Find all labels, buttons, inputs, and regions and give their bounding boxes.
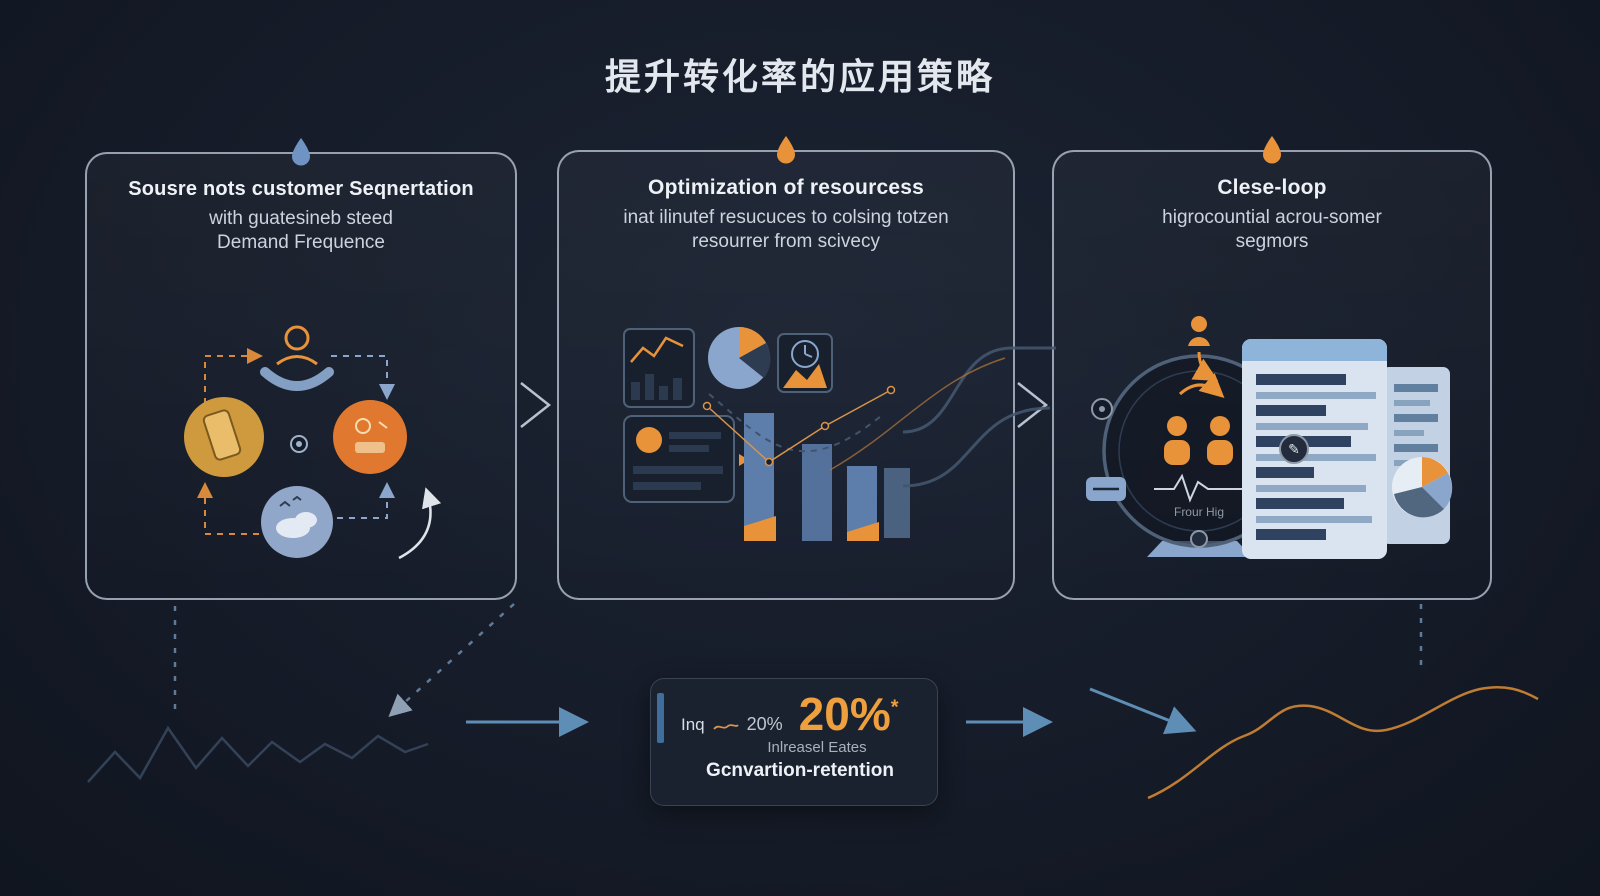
page-title: 提升转化率的应用策略 — [604, 56, 995, 97]
metric-prefix: Inq — [681, 715, 705, 734]
pencil-icon: ✎ — [1279, 434, 1309, 464]
metric-subtitle: Inlreasel Eates — [767, 739, 867, 756]
cycle-connector — [337, 482, 395, 519]
card-header: Clese-loop higrocountial acrou-somer seg… — [1054, 152, 1490, 253]
card-title: Sousre nots customer Seqnertation — [128, 178, 474, 200]
card-subtitle-line: higrocountial acrou-somer — [1162, 207, 1382, 228]
card-title: Clese-loop — [1217, 176, 1327, 199]
metric-small-value: 20% — [746, 714, 783, 734]
gauge-caption: Frour Hig — [1174, 505, 1224, 519]
card-subtitle-line: with guatesineb steed — [209, 208, 393, 229]
dashed-arrow — [388, 603, 515, 718]
document-icon — [1242, 339, 1450, 559]
dashed-trend-line — [708, 393, 882, 453]
metric-big-value: 20%* — [798, 688, 899, 740]
card-subtitle-line: inat ilinutef resucuces to colsing totze… — [623, 207, 949, 228]
metric-row: Inq 20% 20%* — [651, 679, 937, 737]
card-subtitle-line: segmors — [1235, 231, 1309, 252]
card-subtitle-line: resourrer from scivecy — [692, 231, 880, 252]
phone-icon — [184, 397, 264, 477]
card-header: Optimization of resourcess inat ilinutef… — [559, 152, 1013, 253]
optimization-charts-illustration — [623, 327, 910, 541]
report-card-icon — [623, 415, 749, 503]
right-trend-line — [1147, 685, 1539, 800]
tag-icon — [1086, 477, 1126, 501]
curved-arrow-icon — [398, 487, 442, 560]
drop-icon — [1263, 136, 1281, 164]
line-chart-icon — [623, 328, 695, 408]
bar-chart-icon — [744, 413, 910, 541]
card-header: Sousre nots customer Seqnertation with g… — [87, 154, 515, 254]
card-closed-loop: Clese-loop higrocountial acrou-somer seg… — [1052, 136, 1492, 600]
card-segmentation: Sousre nots customer Seqnertation with g… — [85, 138, 517, 600]
cycle-connector — [204, 348, 263, 416]
metric-accent-bar — [657, 693, 664, 743]
target-dot — [296, 441, 302, 447]
team-icon — [1164, 373, 1233, 465]
cycle-connector — [197, 482, 259, 535]
gauge-stand — [1147, 541, 1252, 557]
metric-panel: Inq 20% 20%* Inlreasel Eates Gcnvartion-… — [650, 678, 938, 806]
pulse-line-icon — [1154, 473, 1246, 503]
chevron-right-icon — [1017, 382, 1049, 428]
metric-caption: Gcnvartion-retention — [706, 760, 894, 781]
card-title: Optimization of resourcess — [648, 176, 924, 199]
closed-loop-illustration: Frour Hig — [1086, 316, 1453, 559]
clock-icon — [777, 333, 833, 393]
left-trend-line — [87, 725, 429, 783]
drop-icon — [777, 136, 795, 164]
pie-chart-icon — [1392, 457, 1453, 518]
cycle-connector — [331, 355, 395, 400]
pie-chart-icon — [708, 327, 771, 389]
svg-text:✎: ✎ — [1288, 441, 1300, 457]
radio-dot-icon — [1091, 398, 1113, 420]
cloud-icon — [261, 486, 333, 558]
segmentation-cycle-illustration — [184, 325, 442, 560]
person-icon — [260, 325, 334, 391]
card-subtitle-line: Demand Frequence — [217, 232, 385, 253]
squiggle-icon — [712, 724, 739, 730]
arrow-diagonal — [1089, 687, 1197, 735]
card-optimization: Optimization of resourcess inat ilinutef… — [557, 136, 1015, 600]
badge-icon — [333, 400, 407, 474]
chevron-right-icon — [520, 382, 552, 428]
metric-asterisk: * — [890, 696, 899, 719]
drop-icon — [292, 138, 310, 166]
